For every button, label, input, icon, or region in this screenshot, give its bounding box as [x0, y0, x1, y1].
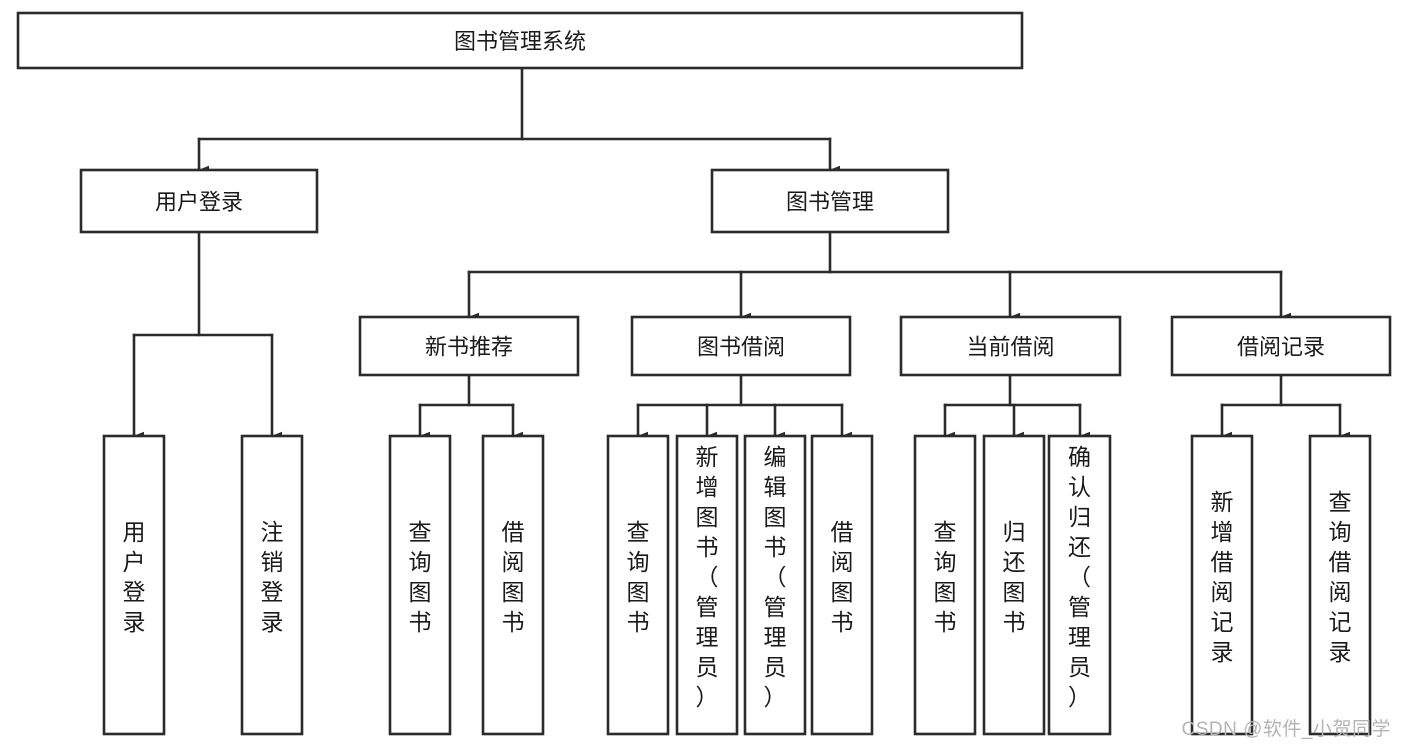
node-label: 查询图书 [409, 519, 432, 635]
connector-user-to-leaves [132, 230, 283, 441]
node-label: 图书管理 [786, 190, 874, 215]
edge-layer [132, 66, 1351, 441]
node-box[interactable] [743, 434, 807, 736]
node-leaf-b-edit[interactable]: 编辑图书（管理员） [743, 434, 807, 736]
node-leaf-user-logout[interactable]: 注销登录 [240, 434, 304, 736]
node-l1-user[interactable]: 用户登录 [79, 168, 319, 234]
node-box[interactable] [388, 434, 452, 736]
node-box[interactable] [16, 11, 1024, 70]
node-label: 借阅记录 [1237, 335, 1325, 360]
connector-root-to-level1 [197, 66, 841, 175]
node-leaf-r-query[interactable]: 查询借阅记录 [1308, 434, 1372, 736]
node-l2-borrow[interactable]: 图书借阅 [630, 315, 852, 377]
node-label: 确认归还（管理员） [1068, 444, 1091, 710]
node-label: 注销登录 [261, 519, 284, 635]
node-leaf-c-return[interactable]: 归还图书 [982, 434, 1046, 736]
connector-current-to-leaves [943, 373, 1091, 441]
node-box[interactable] [606, 434, 670, 736]
node-label: 查询借阅记录 [1329, 489, 1352, 665]
node-box[interactable] [1308, 434, 1372, 736]
node-box[interactable] [240, 434, 304, 736]
node-l1-book[interactable]: 图书管理 [710, 168, 950, 234]
node-leaf-new-borrow[interactable]: 借阅图书 [481, 434, 545, 736]
node-label: 查询图书 [627, 519, 650, 635]
connector-new-to-leaves [418, 373, 524, 441]
node-layer: 图书管理系统用户登录图书管理新书推荐图书借阅当前借阅借阅记录用户登录注销登录查询… [16, 11, 1392, 736]
node-label: 图书管理系统 [454, 29, 586, 54]
node-leaf-new-query[interactable]: 查询图书 [388, 434, 452, 736]
node-leaf-b-add[interactable]: 新增图书（管理员） [675, 434, 739, 736]
node-leaf-c-confirm[interactable]: 确认归还（管理员） [1047, 434, 1112, 736]
node-l2-record[interactable]: 借阅记录 [1170, 315, 1392, 377]
node-leaf-c-query[interactable]: 查询图书 [913, 434, 977, 736]
node-leaf-b-borrow[interactable]: 借阅图书 [810, 434, 874, 736]
node-box[interactable] [358, 315, 580, 377]
node-label: 当前借阅 [966, 335, 1054, 360]
node-label: 图书借阅 [697, 335, 785, 360]
node-leaf-user-login[interactable]: 用户登录 [102, 434, 166, 736]
node-l2-new[interactable]: 新书推荐 [358, 315, 580, 377]
node-label: 借阅图书 [831, 519, 854, 635]
node-label: 查询图书 [934, 519, 957, 635]
node-leaf-b-query[interactable]: 查询图书 [606, 434, 670, 736]
node-l2-current[interactable]: 当前借阅 [899, 315, 1122, 377]
node-box[interactable] [79, 168, 319, 234]
node-box[interactable] [710, 168, 950, 234]
node-box[interactable] [1170, 315, 1392, 377]
node-label: 用户登录 [155, 190, 243, 215]
node-label: 新增借阅记录 [1211, 489, 1234, 665]
node-box[interactable] [1190, 434, 1254, 736]
node-box[interactable] [1047, 434, 1112, 736]
node-box[interactable] [899, 315, 1122, 377]
node-box[interactable] [913, 434, 977, 736]
node-label: 编辑图书（管理员） [764, 444, 787, 710]
node-label: 新增图书（管理员） [696, 444, 719, 710]
connector-book-to-level2 [467, 230, 1292, 322]
node-root[interactable]: 图书管理系统 [16, 11, 1024, 70]
connector-borrow-to-leaves [636, 373, 853, 441]
node-box[interactable] [810, 434, 874, 736]
node-box[interactable] [102, 434, 166, 736]
connector-record-to-leaves [1220, 373, 1351, 441]
node-box[interactable] [481, 434, 545, 736]
node-label: 新书推荐 [425, 335, 513, 360]
node-box[interactable] [675, 434, 739, 736]
node-label: 借阅图书 [502, 519, 525, 635]
node-label: 用户登录 [123, 519, 146, 635]
node-box[interactable] [630, 315, 852, 377]
node-box[interactable] [982, 434, 1046, 736]
node-label: 归还图书 [1003, 519, 1026, 635]
node-leaf-r-add[interactable]: 新增借阅记录 [1190, 434, 1254, 736]
